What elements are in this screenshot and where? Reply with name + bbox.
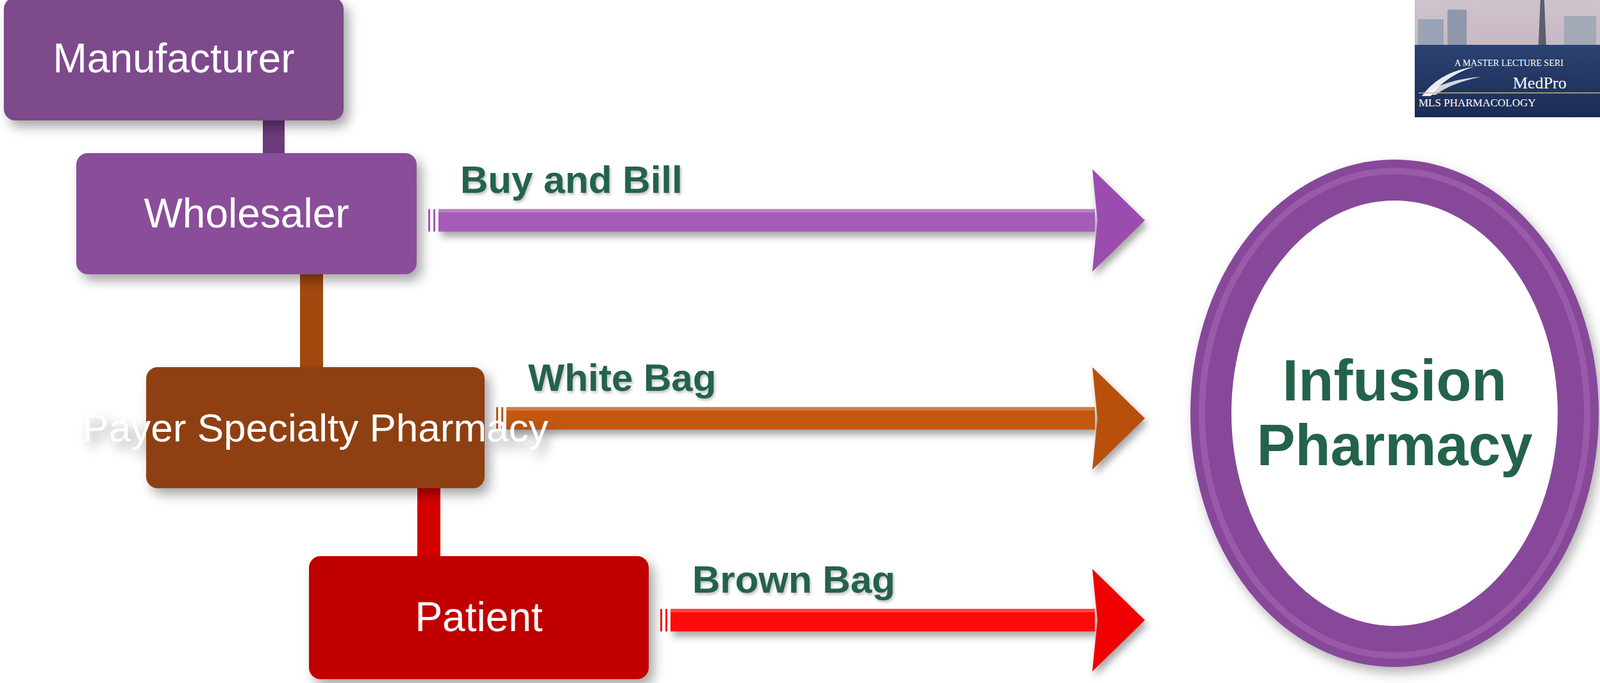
process-box: Wholesaler [76, 153, 417, 275]
connector-bar [262, 116, 285, 158]
logo-building [1564, 16, 1597, 58]
logo-text: MLS PHARMACOLOGY [1418, 96, 1536, 110]
box-label: Payer Specialty Pharmacy [82, 404, 549, 452]
arrow-tail-tick [433, 209, 436, 233]
flow-label: Buy and Bill [460, 157, 683, 202]
target-label: Infusion Pharmacy [1257, 348, 1533, 479]
logo-text: A MASTER LECTURE SERI [1454, 58, 1564, 69]
arrow-tail-tick [660, 609, 663, 633]
logo-swoosh [1421, 66, 1475, 97]
arrow-head [1092, 169, 1145, 272]
logo-building [1447, 9, 1467, 58]
logo-building [1417, 19, 1444, 58]
process-box: Patient [308, 556, 649, 680]
arrow-shine [670, 610, 1095, 613]
logo-rule [1418, 92, 1600, 94]
logo-band [1414, 44, 1600, 118]
flow-label: Brown Bag [692, 557, 896, 602]
logo-text: MedPro [1512, 73, 1567, 93]
arrow-shaft [506, 407, 1095, 431]
arrow-tail-tick [428, 209, 431, 233]
connector-bar [417, 484, 441, 561]
connector-bar [300, 270, 324, 372]
process-box: Manufacturer [3, 0, 344, 121]
process-box: Payer Specialty Pharmacy [146, 367, 485, 489]
arrow-head [1092, 367, 1145, 470]
flow-connector [273, 116, 275, 158]
logo-swoosh [1424, 76, 1481, 95]
arrow-shaft [670, 609, 1095, 633]
box-label: Manufacturer [52, 34, 295, 84]
box-label: Wholesaler [143, 189, 349, 239]
flow-connector [428, 484, 430, 561]
arrow-tail-tick [665, 609, 668, 633]
logo-photo [1414, 0, 1600, 118]
target-ellipse: Infusion Pharmacy [1189, 158, 1600, 669]
arrow-shaft [438, 209, 1095, 233]
arrow-head [1092, 569, 1145, 672]
ellipse-ring [1210, 180, 1579, 647]
box-label: Patient [414, 593, 543, 643]
arrow-shine [438, 210, 1095, 213]
arrow-shine [506, 408, 1095, 411]
flow-connector [311, 270, 313, 372]
logo-tower [1538, 0, 1547, 45]
ellipse-highlight [1201, 171, 1588, 656]
flow-label: White Bag [528, 355, 717, 400]
